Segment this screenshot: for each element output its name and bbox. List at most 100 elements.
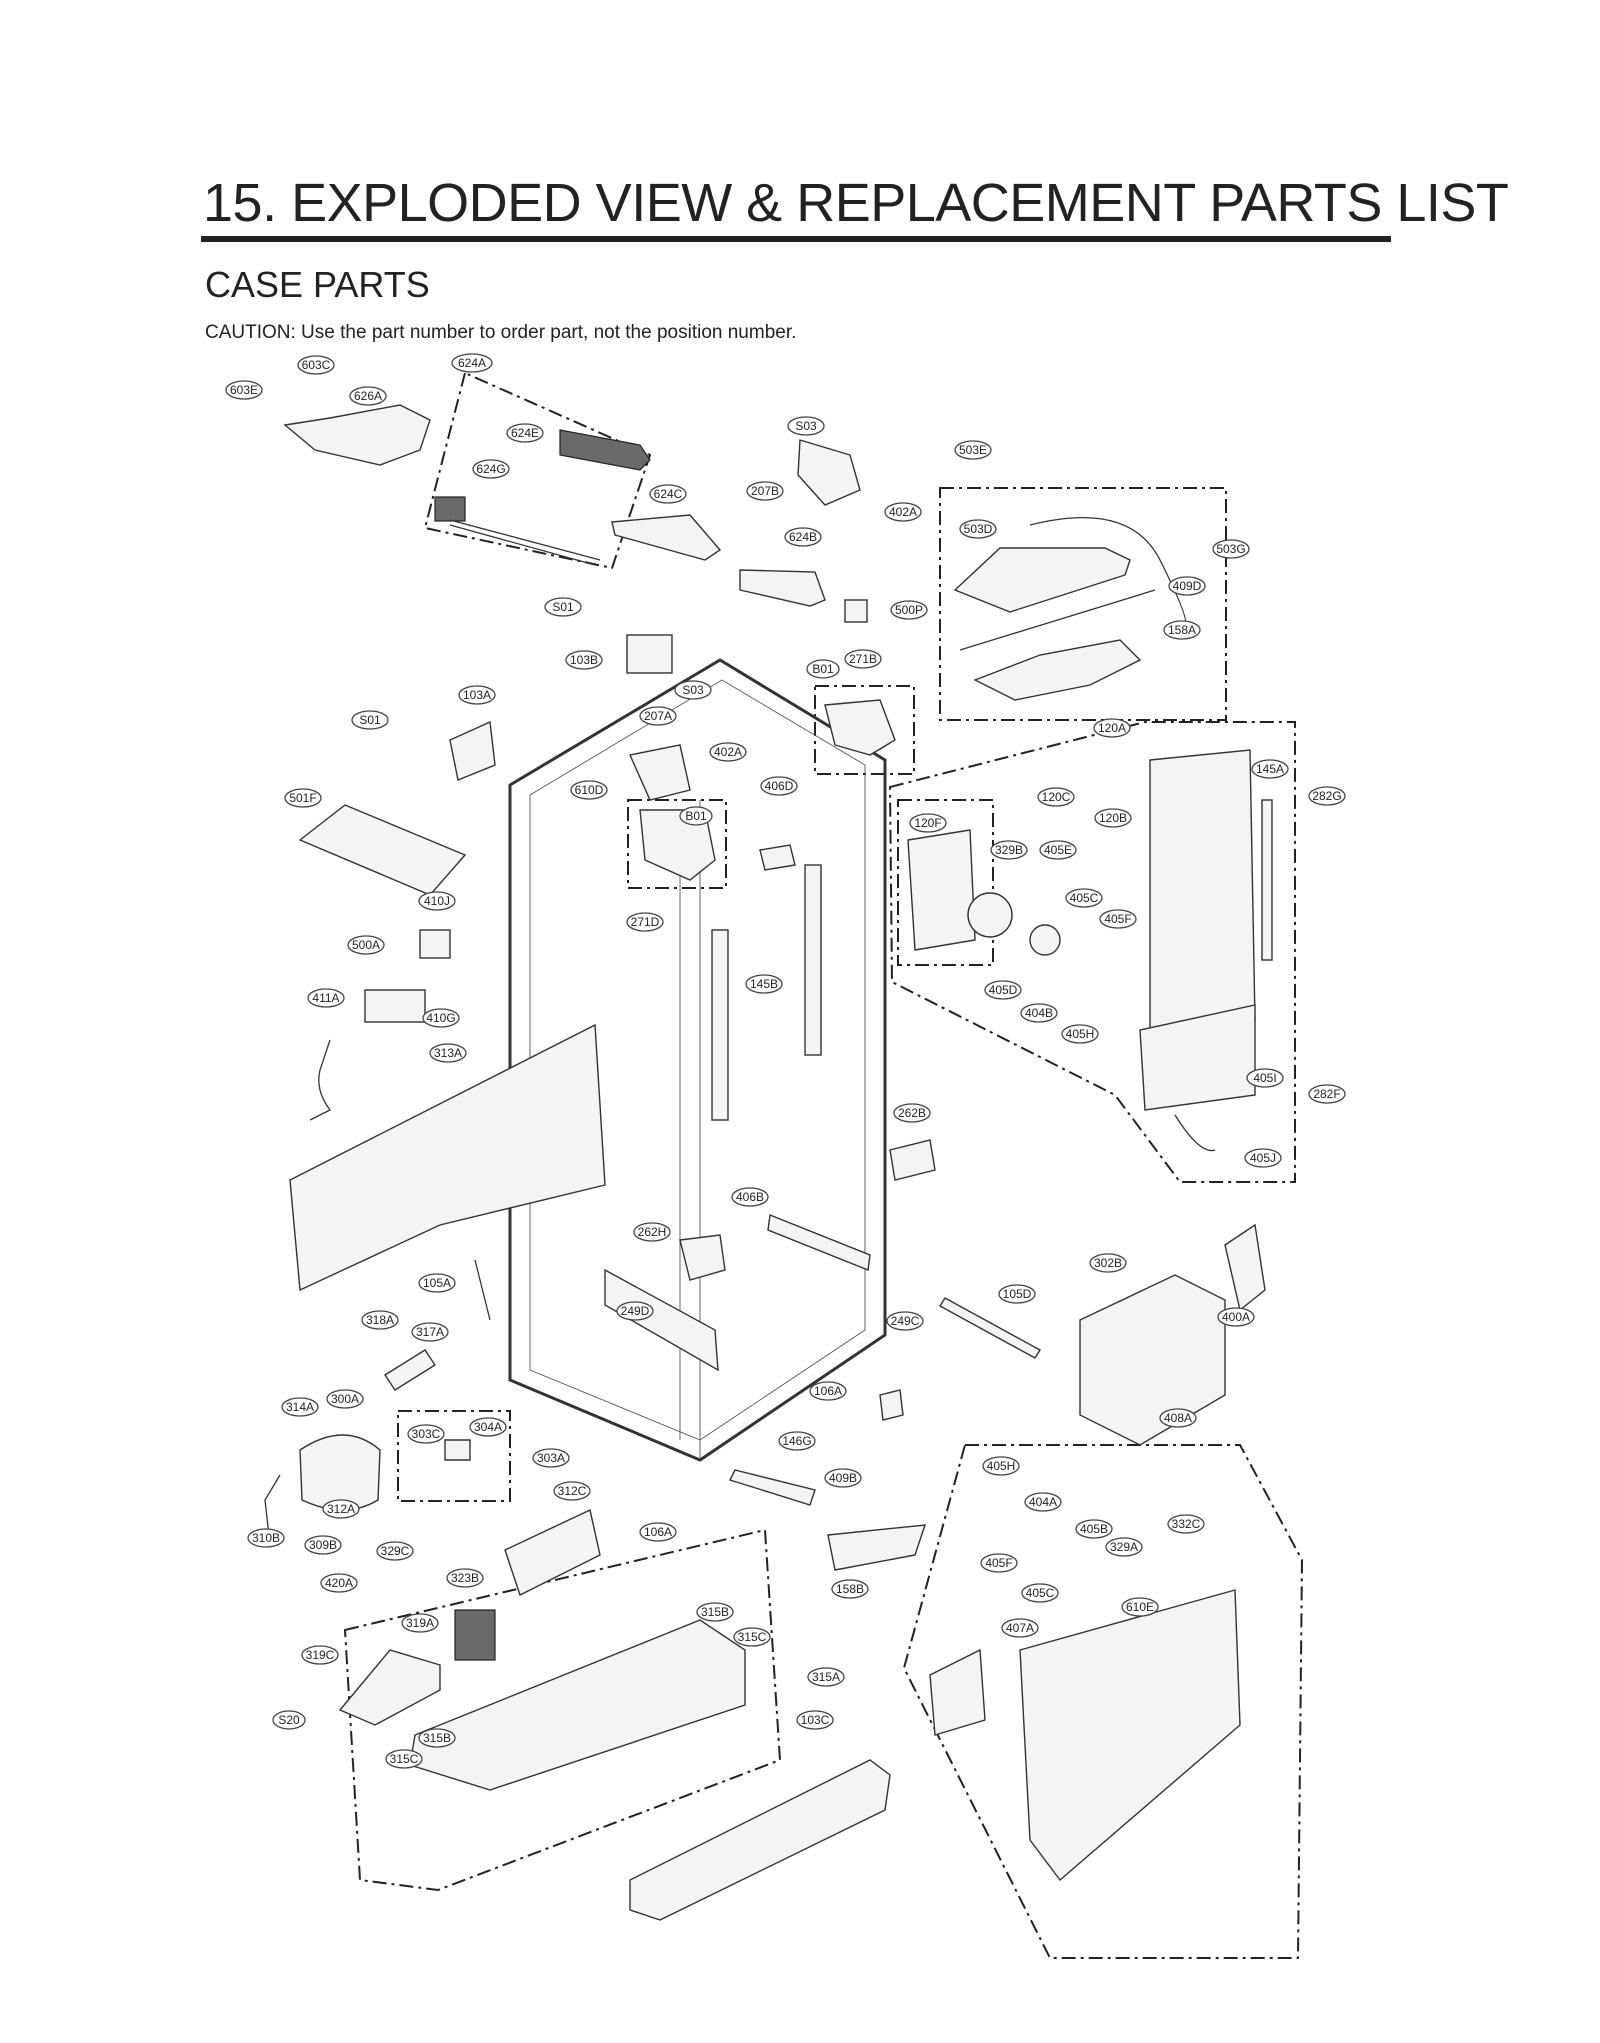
back-panel-313a bbox=[289, 1023, 606, 1292]
group-120a-outline bbox=[888, 721, 1296, 1183]
evaporator-302b bbox=[939, 1223, 1266, 1446]
svg-text:406D: 406D bbox=[765, 779, 794, 793]
svg-text:105A: 105A bbox=[423, 1276, 451, 1290]
callout-610e: 610E bbox=[1121, 1597, 1159, 1617]
callout-271d: 271D bbox=[626, 912, 664, 932]
part-callouts: 603C 603E 624A 626A 624E 624G S03 207B 4… bbox=[225, 353, 1346, 1769]
callout-329a: 329A bbox=[1105, 1537, 1143, 1557]
callout-408a: 408A bbox=[1159, 1408, 1197, 1428]
fan-housing-120a bbox=[907, 749, 1273, 1152]
svg-text:S01: S01 bbox=[359, 713, 381, 727]
group-624a-outline bbox=[423, 371, 652, 570]
group-303a-outline bbox=[397, 1410, 511, 1502]
callout-405j: 405J bbox=[1244, 1148, 1282, 1168]
svg-text:103C: 103C bbox=[801, 1713, 830, 1727]
svg-text:313A: 313A bbox=[434, 1046, 462, 1060]
svg-text:S03: S03 bbox=[795, 419, 817, 433]
callout-282g: 282G bbox=[1308, 786, 1346, 806]
back-cover-332c bbox=[1019, 1589, 1241, 1882]
relay-303c bbox=[444, 1439, 471, 1461]
callout-407a: 407A bbox=[1001, 1618, 1039, 1638]
callout-262h: 262H bbox=[633, 1222, 671, 1242]
svg-text:315A: 315A bbox=[812, 1670, 840, 1684]
callout-503g: 503G bbox=[1212, 539, 1250, 559]
callout-405d: 405D bbox=[984, 980, 1022, 1000]
lever-part-624c bbox=[611, 514, 722, 561]
svg-text:317A: 317A bbox=[416, 1325, 444, 1339]
svg-text:300A: 300A bbox=[331, 1392, 359, 1406]
plate-146g bbox=[729, 1469, 816, 1506]
cover-158b bbox=[827, 1524, 927, 1571]
callout-319c: 319C bbox=[301, 1645, 339, 1665]
section-title: CASE PARTS bbox=[205, 264, 430, 305]
evaporator-coil bbox=[1079, 1274, 1226, 1446]
callout-405c-upper: 405C bbox=[1065, 888, 1103, 908]
rail-145b-left bbox=[711, 929, 729, 1121]
svg-text:500A: 500A bbox=[352, 938, 380, 952]
callout-103a: 103A bbox=[458, 685, 496, 705]
group-outlines bbox=[343, 371, 1304, 1959]
cover-part-207b bbox=[797, 439, 861, 506]
callout-s03-top: S03 bbox=[787, 416, 825, 436]
callout-120f: 120F bbox=[909, 813, 947, 833]
rail-145b-right bbox=[804, 864, 822, 1056]
svg-text:120C: 120C bbox=[1042, 790, 1071, 804]
callout-315c-lower: 315C bbox=[385, 1749, 423, 1769]
svg-text:207B: 207B bbox=[751, 484, 779, 498]
svg-text:319A: 319A bbox=[406, 1616, 434, 1630]
svg-text:405E: 405E bbox=[1044, 843, 1072, 857]
callout-317a: 317A bbox=[411, 1322, 449, 1342]
foot-106a bbox=[879, 1389, 904, 1421]
callout-207b: 207B bbox=[746, 481, 784, 501]
svg-text:626A: 626A bbox=[354, 389, 382, 403]
svg-text:624E: 624E bbox=[511, 426, 539, 440]
callout-323b: 323B bbox=[446, 1568, 484, 1588]
page-title: 15. EXPLODED VIEW & REPLACEMENT PARTS LI… bbox=[203, 173, 1509, 233]
callout-405f-lower: 405F bbox=[980, 1553, 1018, 1573]
svg-text:106A: 106A bbox=[814, 1384, 842, 1398]
callout-302b: 302B bbox=[1089, 1253, 1127, 1273]
callout-405h-lower: 405H bbox=[982, 1456, 1020, 1476]
svg-text:249C: 249C bbox=[891, 1314, 920, 1328]
callout-400a: 400A bbox=[1217, 1307, 1255, 1327]
callout-500p: 500P bbox=[890, 600, 928, 620]
svg-text:315C: 315C bbox=[738, 1630, 767, 1644]
svg-text:S03: S03 bbox=[682, 683, 704, 697]
callout-103b: 103B bbox=[565, 650, 603, 670]
svg-text:420A: 420A bbox=[325, 1576, 353, 1590]
callout-624e: 624E bbox=[506, 423, 544, 443]
svg-text:500P: 500P bbox=[895, 603, 923, 617]
callout-105a: 105A bbox=[418, 1273, 456, 1293]
svg-text:303A: 303A bbox=[537, 1451, 565, 1465]
svg-text:315B: 315B bbox=[701, 1605, 729, 1619]
svg-text:503D: 503D bbox=[964, 522, 993, 536]
compressor-300a bbox=[299, 1434, 381, 1511]
callout-105d: 105D bbox=[998, 1284, 1036, 1304]
callout-405c-lower: 405C bbox=[1021, 1583, 1059, 1603]
bracket-120f bbox=[907, 829, 976, 951]
svg-text:624C: 624C bbox=[654, 487, 683, 501]
caution-note: CAUTION: Use the part number to order pa… bbox=[205, 322, 797, 343]
svg-text:405J: 405J bbox=[1250, 1151, 1276, 1165]
board-500a bbox=[364, 989, 426, 1023]
svg-text:207A: 207A bbox=[644, 709, 672, 723]
lower-parts bbox=[264, 1389, 1241, 1921]
callout-624a: 624A bbox=[451, 353, 493, 373]
svg-text:318A: 318A bbox=[366, 1313, 394, 1327]
callout-405e: 405E bbox=[1039, 840, 1077, 860]
callout-158a: 158A bbox=[1163, 620, 1201, 640]
callout-106a-upper: 106A bbox=[809, 1381, 847, 1401]
svg-text:409B: 409B bbox=[829, 1471, 857, 1485]
callout-501f: 501F bbox=[284, 788, 322, 808]
svg-text:624G: 624G bbox=[476, 462, 505, 476]
callout-s01-left: S01 bbox=[351, 710, 389, 730]
svg-text:262B: 262B bbox=[898, 1106, 926, 1120]
callout-158b: 158B bbox=[831, 1579, 869, 1599]
svg-text:145A: 145A bbox=[1256, 762, 1284, 776]
svg-text:309B: 309B bbox=[309, 1538, 337, 1552]
callout-402a-mid: 402A bbox=[709, 742, 747, 762]
sensor-410j bbox=[419, 929, 451, 959]
callout-262b: 262B bbox=[893, 1103, 931, 1123]
callout-410j: 410J bbox=[418, 891, 456, 911]
callout-610d: 610D bbox=[570, 780, 608, 800]
